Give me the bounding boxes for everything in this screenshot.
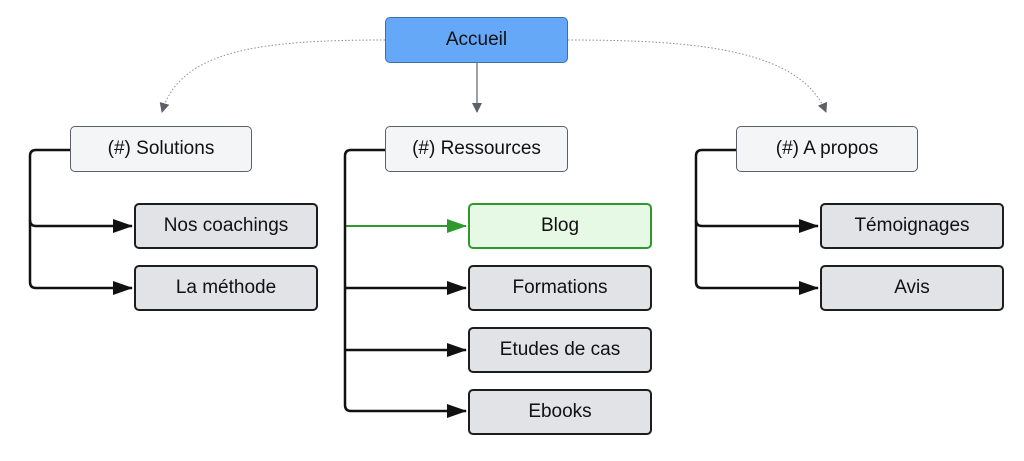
- node-page-ebooks[interactable]: Ebooks: [468, 389, 652, 435]
- node-page-formations[interactable]: Formations: [468, 265, 652, 311]
- node-page-temoignages[interactable]: Témoignages: [820, 203, 1004, 249]
- node-page-la-methode[interactable]: La méthode: [134, 265, 318, 311]
- node-section-a-propos[interactable]: (#) A propos: [736, 126, 918, 172]
- edge-accueil-solutions: [159, 39, 386, 113]
- edge-accueil-apropos: [567, 39, 828, 113]
- node-accueil[interactable]: Accueil: [385, 17, 568, 63]
- node-page-etudes-de-cas[interactable]: Etudes de cas: [468, 327, 652, 373]
- node-section-ressources[interactable]: (#) Ressources: [385, 126, 568, 172]
- node-section-solutions[interactable]: (#) Solutions: [70, 126, 252, 172]
- edge-solutions-nos-coachings: [28, 148, 133, 233]
- edge-ressources-trunk: [343, 148, 467, 418]
- node-page-nos-coachings[interactable]: Nos coachings: [134, 203, 318, 249]
- node-page-blog[interactable]: Blog: [468, 203, 652, 249]
- node-page-avis[interactable]: Avis: [820, 265, 1004, 311]
- edge-apropos-avis: [694, 220, 819, 295]
- edge-apropos-temoignages: [694, 148, 819, 233]
- edge-solutions-la-methode: [28, 220, 133, 295]
